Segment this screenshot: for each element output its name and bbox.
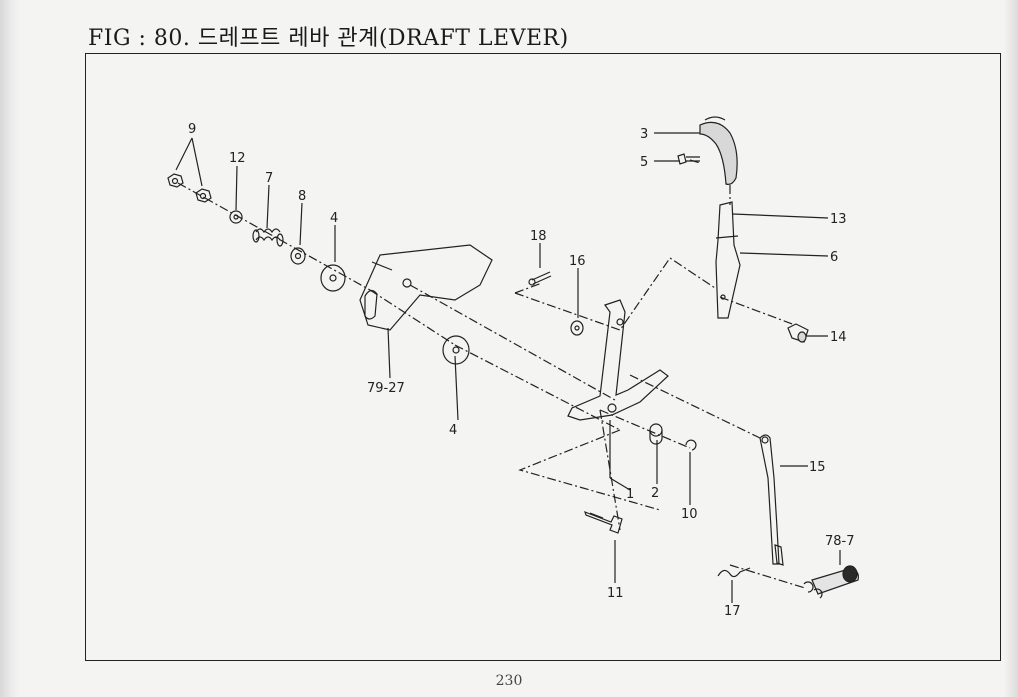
label-part-4b: 4 bbox=[449, 423, 457, 438]
label-part-11: 11 bbox=[607, 586, 624, 601]
part-knob-3 bbox=[699, 116, 738, 185]
callout-labels: 9 12 7 8 4 79-27 4 18 16 3 5 13 6 14 15 … bbox=[188, 122, 855, 619]
part-lever-13-6 bbox=[715, 201, 741, 319]
label-part-6: 6 bbox=[830, 250, 838, 265]
diagram-frame bbox=[85, 53, 1001, 661]
label-part-1: 1 bbox=[626, 487, 634, 502]
part-washer-12 bbox=[229, 210, 243, 224]
label-part-13: 13 bbox=[830, 212, 847, 227]
assembly-axis-lines bbox=[177, 159, 806, 589]
part-rod-15 bbox=[759, 434, 784, 566]
part-disk-4b bbox=[442, 335, 470, 365]
label-part-3: 3 bbox=[640, 127, 648, 142]
figure-title: FIG : 80. 드레프트 레바 관계(DRAFT LEVER) bbox=[88, 26, 569, 51]
part-lever-1 bbox=[567, 299, 669, 421]
label-part-14: 14 bbox=[830, 330, 847, 345]
label-part-10: 10 bbox=[681, 507, 698, 522]
page-number: 230 bbox=[495, 673, 523, 689]
part-washer-8 bbox=[290, 247, 306, 265]
part-clip-17 bbox=[717, 567, 751, 578]
part-bracket-79-27 bbox=[359, 244, 493, 331]
label-part-17: 17 bbox=[724, 604, 741, 619]
scan-edge-left bbox=[0, 0, 20, 697]
part-pin-78-7 bbox=[803, 565, 859, 599]
part-pin-14 bbox=[787, 323, 809, 343]
part-washer-16 bbox=[570, 320, 584, 336]
part-nuts-9 bbox=[167, 173, 212, 203]
part-disk-4a bbox=[320, 264, 346, 292]
label-part-4a: 4 bbox=[330, 211, 338, 226]
label-part-78-7: 78-7 bbox=[825, 534, 855, 549]
label-part-7: 7 bbox=[265, 171, 273, 186]
label-part-5: 5 bbox=[640, 155, 648, 170]
part-bushing-2 bbox=[649, 423, 663, 445]
part-split-pin-18 bbox=[528, 271, 552, 286]
scan-edge-right bbox=[1004, 0, 1018, 697]
label-part-16: 16 bbox=[569, 254, 586, 269]
part-bolt-11 bbox=[584, 510, 623, 534]
leader-lines bbox=[175, 132, 841, 603]
label-part-9: 9 bbox=[188, 122, 196, 137]
part-screw-5 bbox=[677, 153, 700, 165]
label-part-8: 8 bbox=[298, 189, 306, 204]
label-part-12: 12 bbox=[229, 151, 246, 166]
label-part-79-27: 79-27 bbox=[367, 381, 405, 396]
part-e-ring-10 bbox=[685, 439, 697, 451]
label-part-2: 2 bbox=[651, 486, 659, 501]
label-part-15: 15 bbox=[809, 460, 826, 475]
label-part-18: 18 bbox=[530, 229, 547, 244]
part-spring-7 bbox=[252, 228, 284, 247]
